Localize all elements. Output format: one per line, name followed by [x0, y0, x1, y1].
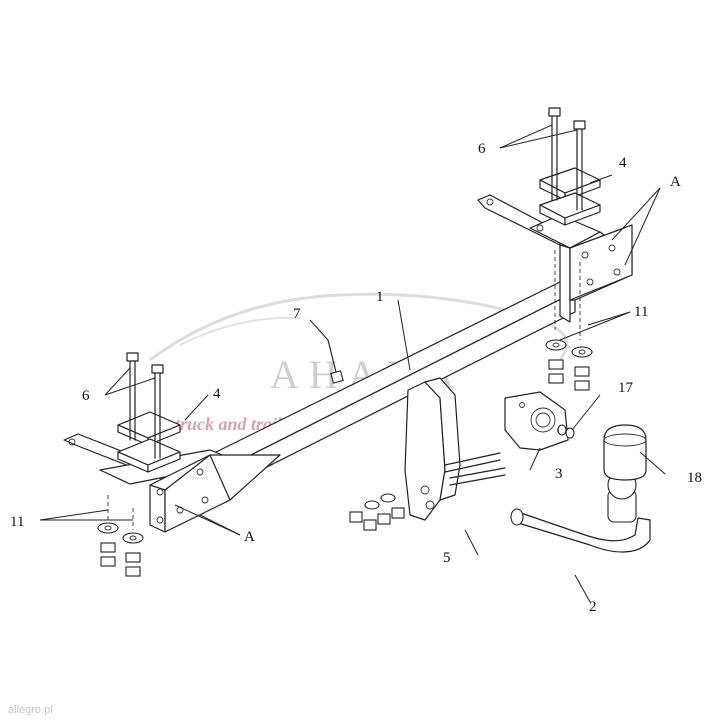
plate-nuts — [349, 493, 405, 531]
left-clamp-plates — [117, 411, 181, 473]
callout-3: 3 — [555, 466, 563, 482]
callout-6-top: 6 — [478, 141, 486, 157]
bolts-5 — [444, 452, 506, 486]
corner-watermark: allegro.pl — [8, 704, 53, 716]
left-washers-nuts — [97, 522, 144, 577]
callout-6-left: 6 — [82, 388, 90, 404]
callout-A-top: A — [670, 174, 681, 190]
callout-17: 17 — [618, 380, 634, 396]
right-u-bolts — [548, 107, 586, 340]
left-u-bolts — [107, 352, 164, 530]
callout-4-top: 4 — [619, 155, 627, 171]
callout-7: 7 — [293, 306, 301, 322]
callout-2: 2 — [589, 599, 597, 615]
callout-labels: 1 2 3 4 4 5 6 6 7 11 11 17 18 A A — [10, 141, 702, 615]
callout-4-left: 4 — [213, 386, 221, 402]
right-clamp-plates — [539, 167, 601, 226]
callout-11-left: 11 — [10, 514, 24, 530]
socket-plate-3 — [504, 391, 569, 451]
callout-18: 18 — [687, 470, 702, 486]
screw-17 — [557, 424, 575, 439]
callout-5: 5 — [443, 550, 451, 566]
tow-ball-arm-2 — [510, 470, 651, 553]
right-washers-nuts — [545, 339, 593, 391]
callout-A-bottom: A — [244, 529, 255, 545]
center-hanger-plate — [404, 377, 461, 521]
right-side-bracket — [477, 194, 633, 323]
ball-cap-18 — [603, 424, 647, 481]
callout-11-right: 11 — [634, 304, 648, 320]
callout-1: 1 — [376, 289, 384, 305]
bolt-7 — [327, 339, 344, 384]
leader-lines — [39, 124, 666, 603]
